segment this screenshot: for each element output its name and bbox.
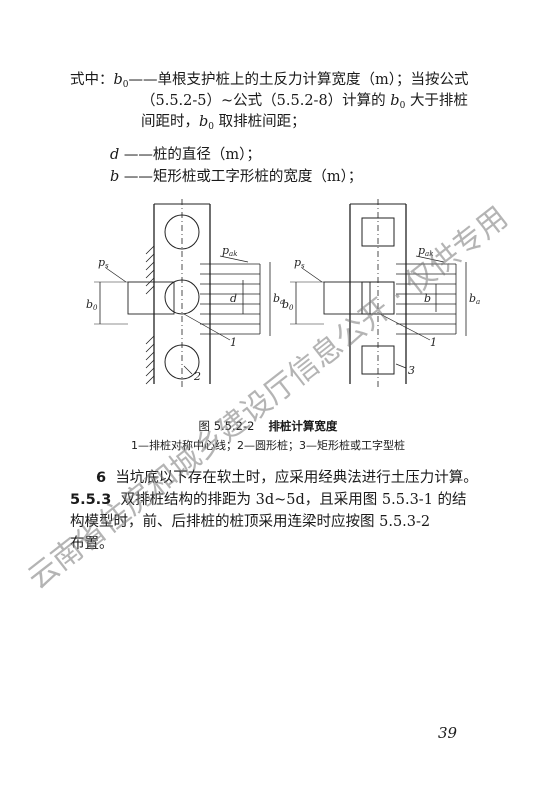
paragraph-6-text: 当坑底以下存在软土时，应采用经典法进行土压力计算。: [115, 470, 478, 486]
clause-number: 5.5.3: [70, 492, 112, 508]
right-figure: [290, 199, 467, 389]
clause-553: 5.5.3 双排桩结构的排距为 3d~5d，且采用图 5.5.3-1 的结: [70, 490, 467, 510]
figure-caption-number: 图 5.5.2-2: [198, 419, 255, 433]
symbol-b: b: [110, 169, 120, 185]
symbol-d: d: [110, 147, 120, 163]
definition-b: b ——矩形桩或工字形桩的宽度（m）；: [110, 167, 362, 187]
figure-legend: 1—排桩对称中心线；2—圆形桩；3—矩形桩或工字型桩: [131, 439, 405, 452]
left-figure: [94, 199, 271, 389]
definition-b0-text4: 间距时，: [141, 114, 199, 130]
label-2: 2: [193, 370, 201, 383]
definition-b0-text: ——单根支护桩上的土反力计算宽度（m）；当按公式: [128, 72, 469, 88]
figure-caption: 图 5.5.2-2 排桩计算宽度: [0, 418, 536, 434]
label-b0-right: b0: [282, 298, 294, 312]
definition-b0-text3: 大于排桩: [409, 93, 468, 109]
figure-caption-title: 排桩计算宽度: [268, 419, 338, 433]
label-ba-right: ba: [469, 292, 480, 306]
label-ps-right: ps: [294, 256, 305, 270]
definition-b0-line2: （5.5.2-5）~公式（5.5.2-8）计算的 b0 大于排桩: [141, 91, 468, 116]
paragraph-6-number: 6: [96, 470, 107, 486]
clause-line-2: 构模型时，前、后排桩的桩顶采用连梁时应按图 5.5.3-2: [70, 514, 431, 530]
definition-b0-text5: 取排桩间距；: [218, 114, 306, 130]
pile-width-figure: ps pak b0 d ba 1 2 ps pak b0 b ba 1 3: [86, 199, 480, 389]
label-1-right: 1: [430, 336, 437, 349]
clause-line-3: 布置。: [70, 536, 114, 552]
formula-prefix: 式中：: [70, 72, 114, 88]
definition-d: d ——桩的直径（m）；: [110, 145, 261, 165]
definition-d-text: ——桩的直径（m）；: [123, 147, 261, 163]
label-b0-left: b0: [86, 298, 98, 312]
page-number: 39: [438, 724, 458, 742]
label-1-left: 1: [230, 336, 237, 349]
paragraph-6: 6 当坑底以下存在软土时，应采用经典法进行土压力计算。: [96, 468, 478, 488]
label-3: 3: [408, 364, 415, 377]
clause-text-1: 双排桩结构的排距为 3d~5d，且采用图 5.5.3-1 的结: [120, 492, 467, 508]
label-pak-right: pak: [418, 244, 433, 258]
label-ps-left: ps: [98, 256, 109, 270]
definition-b0-text2: （5.5.2-5）~公式（5.5.2-8）计算的: [141, 93, 386, 109]
label-b: b: [424, 292, 431, 305]
label-ba-left: ba: [273, 292, 284, 306]
label-d: d: [230, 292, 237, 305]
label-pak-left: pak: [222, 244, 237, 258]
symbol-b0-2: b0: [390, 93, 406, 111]
definition-b0-line3: 间距时，b0 取排桩间距；: [141, 112, 306, 137]
symbol-b0: b0: [113, 72, 129, 90]
definition-b-text: ——矩形桩或工字形桩的宽度（m）；: [123, 169, 363, 185]
definition-b0: 式中：b0——单根支护桩上的土反力计算宽度（m）；当按公式: [70, 70, 469, 95]
symbol-b0-3: b0: [199, 114, 215, 132]
